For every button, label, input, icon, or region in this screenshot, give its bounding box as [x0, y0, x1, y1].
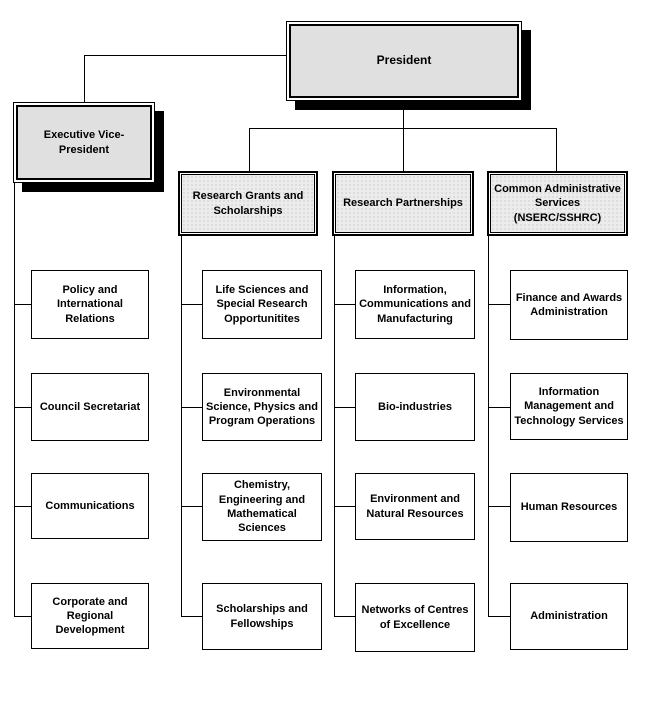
- stub-col2-row4: [181, 616, 203, 617]
- org-box-finance-awards-administration: Finance and Awards Administration: [510, 270, 628, 340]
- stub-col2-row2: [181, 407, 203, 408]
- stub-col4-row4: [488, 616, 511, 617]
- box-label: Environment and Natural Resources: [366, 493, 464, 520]
- trunk-column4: [488, 236, 489, 617]
- org-box-research-grants-scholarships: Research Grants and Scholarships: [178, 171, 318, 236]
- stub-col4-row1: [488, 304, 511, 305]
- stub-col2-row1: [181, 304, 203, 305]
- org-box-scholarships-fellowships: Scholarships and Fellowships: [202, 583, 322, 650]
- box-label: Networks of Centres of Excellence: [361, 604, 469, 631]
- org-box-bio-industries: Bio-industries: [355, 373, 475, 441]
- box-label: Chemistry, Engineering and Mathematical …: [218, 479, 306, 535]
- org-box-chemistry-engineering-math: Chemistry, Engineering and Mathematical …: [202, 473, 322, 541]
- stub-col4-row2: [488, 407, 511, 408]
- org-box-president: President: [286, 21, 522, 101]
- box-label: Information Management and Technology Se…: [514, 386, 624, 427]
- org-box-environmental-science-physics: Environmental Science, Physics and Progr…: [202, 373, 322, 441]
- connector-evp-drop: [84, 55, 85, 102]
- org-box-council-secretariat: Council Secretariat: [31, 373, 149, 441]
- stub-col2-row3: [181, 506, 203, 507]
- trunk-column2: [181, 236, 182, 617]
- stub-col3-row1: [334, 304, 356, 305]
- org-box-information-communications-manufacturing: Information, Communications and Manufact…: [355, 270, 475, 339]
- org-box-executive-vice-president: Executive Vice-President: [13, 102, 155, 183]
- stub-col3-row4: [334, 616, 356, 617]
- president-label: President: [376, 53, 432, 68]
- org-box-common-administrative-services: Common Administrative Services (NSERC/SS…: [487, 171, 628, 236]
- stub-col1-row4: [14, 616, 32, 617]
- stub-col3-row3: [334, 506, 356, 507]
- stub-col3-row2: [334, 407, 356, 408]
- org-box-communications: Communications: [31, 473, 149, 539]
- trunk-column3: [334, 236, 335, 617]
- box-label: Scholarships and Fellowships: [216, 603, 308, 630]
- org-box-research-partnerships: Research Partnerships: [332, 171, 474, 236]
- box-label: Bio-industries: [378, 400, 452, 413]
- header3-label: Common Administrative Services (NSERC/SS…: [494, 183, 621, 224]
- org-box-life-sciences-special-research: Life Sciences and Special Research Oppor…: [202, 270, 322, 339]
- stub-col1-row1: [14, 304, 32, 305]
- box-label: Communications: [45, 499, 135, 512]
- box-label: Council Secretariat: [39, 400, 141, 413]
- org-box-administration: Administration: [510, 583, 628, 650]
- org-box-corporate-regional-development: Corporate and Regional Development: [31, 583, 149, 649]
- box-label: Finance and Awards Administration: [515, 291, 623, 318]
- box-label: Corporate and Regional Development: [52, 595, 128, 637]
- header1-label: Research Grants and Scholarships: [192, 190, 304, 217]
- connector-header1-drop: [249, 128, 250, 171]
- org-box-human-resources: Human Resources: [510, 473, 628, 542]
- box-label: Human Resources: [520, 501, 618, 514]
- org-box-policy-international-relations: Policy and International Relations: [31, 270, 149, 339]
- header2-label: Research Partnerships: [343, 197, 463, 210]
- box-label: Policy and International Relations: [56, 284, 123, 325]
- connector-president-to-evp-horizontal: [84, 55, 286, 56]
- connector-header3-drop: [556, 128, 557, 171]
- stub-col1-row2: [14, 407, 32, 408]
- stub-col4-row3: [488, 506, 511, 507]
- box-label: Life Sciences and Special Research Oppor…: [215, 284, 309, 325]
- stub-col1-row3: [14, 506, 32, 507]
- evp-label: Executive Vice-President: [43, 129, 125, 156]
- trunk-column1: [14, 183, 15, 617]
- box-label: Environmental Science, Physics and Progr…: [206, 386, 318, 428]
- org-box-information-management-technology: Information Management and Technology Se…: [510, 373, 628, 440]
- org-box-environment-natural-resources: Environment and Natural Resources: [355, 473, 475, 540]
- box-label: Information, Communications and Manufact…: [359, 284, 471, 325]
- box-label: Administration: [530, 610, 608, 623]
- connector-president-drop: [403, 101, 404, 129]
- org-box-networks-centres-excellence: Networks of Centres of Excellence: [355, 583, 475, 652]
- connector-header2-drop: [403, 128, 404, 171]
